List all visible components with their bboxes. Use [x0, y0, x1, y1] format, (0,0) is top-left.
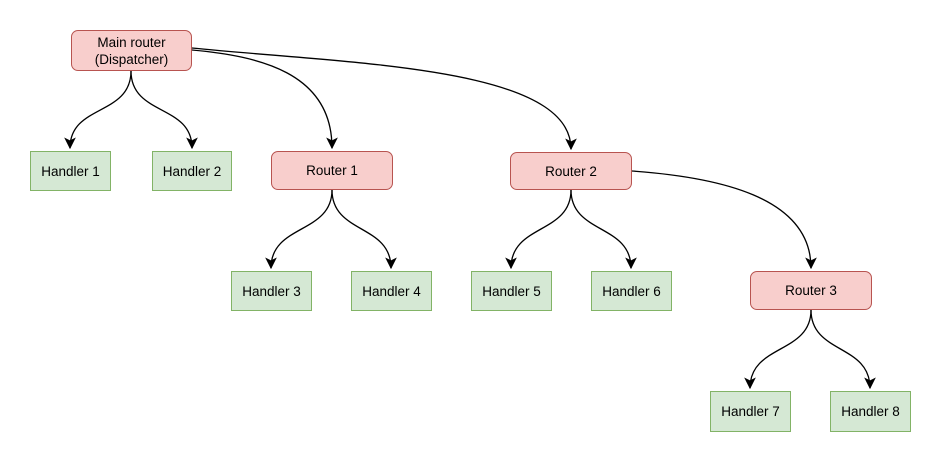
node-handler-2: Handler 2: [152, 151, 232, 191]
node-handler-7: Handler 7: [710, 391, 791, 432]
node-router-3: Router 3: [750, 271, 872, 310]
node-handler-3: Handler 3: [231, 271, 312, 311]
node-handler-1: Handler 1: [30, 151, 111, 191]
edge-router-3-to-handler-8: [810, 309, 876, 390]
node-handler-8: Handler 8: [830, 391, 911, 432]
node-router-1: Router 1: [271, 151, 393, 190]
edge-router-2-to-handler-5: [505, 189, 572, 270]
edge-main-router-to-router-1: [191, 49, 338, 150]
edge-router-2-to-handler-6: [570, 189, 637, 270]
node-router-2: Router 2: [510, 152, 632, 190]
edge-main-router-to-router-2: [191, 47, 577, 151]
edge-router-3-to-handler-7: [744, 309, 812, 390]
node-main-router: Main router (Dispatcher): [71, 30, 192, 71]
edge-main-router-to-handler-1: [64, 70, 132, 150]
node-handler-5: Handler 5: [471, 271, 552, 311]
node-handler-6: Handler 6: [591, 271, 672, 311]
node-handler-4: Handler 4: [351, 271, 432, 311]
edge-router-1-to-handler-4: [331, 189, 397, 270]
edge-router-2-to-router-3: [631, 170, 817, 270]
edge-main-router-to-handler-2: [130, 70, 198, 150]
edge-router-1-to-handler-3: [265, 189, 333, 270]
